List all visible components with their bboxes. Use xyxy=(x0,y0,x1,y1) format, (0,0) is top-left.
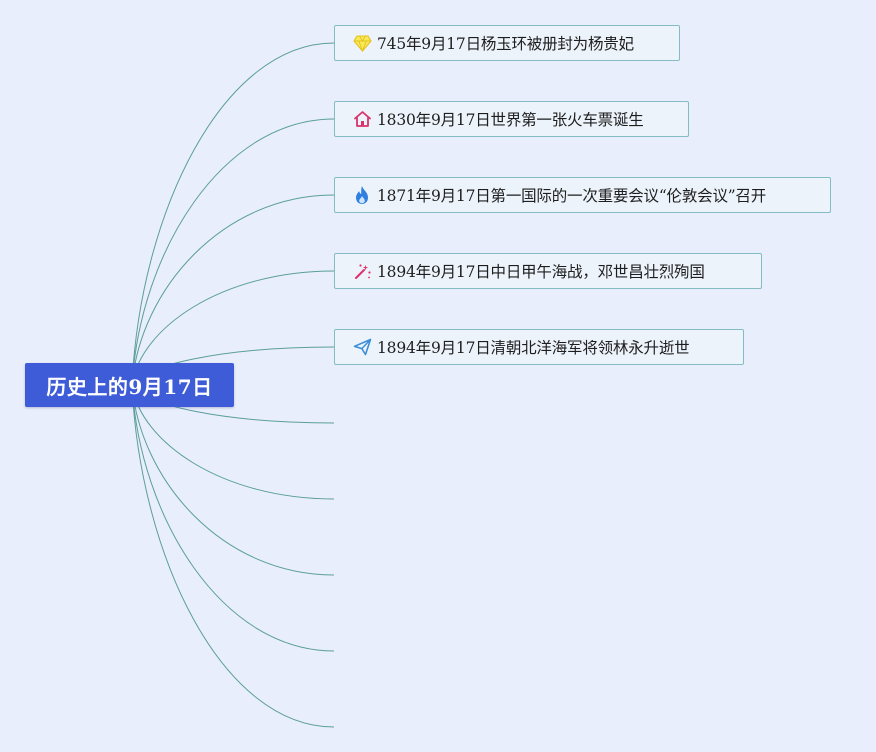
home-icon xyxy=(352,109,372,129)
diamond-icon xyxy=(352,33,372,53)
branch-connector xyxy=(131,384,335,652)
topic-node-1871[interactable]: 1871年9月17日第一国际的一次重要会议“伦敦会议”召开 xyxy=(334,177,831,213)
topic-node-1830[interactable]: 1830年9月17日世界第一张火车票诞生 xyxy=(334,101,689,137)
branch-connector xyxy=(131,384,335,728)
topic-label: 745年9月17日杨玉环被册封为杨贵妃 xyxy=(377,35,634,53)
topic-label: 1830年9月17日世界第一张火车票诞生 xyxy=(377,111,644,129)
branch-connector xyxy=(131,42,335,386)
magic-wand-icon xyxy=(352,261,372,281)
topic-node-745[interactable]: 745年9月17日杨玉环被册封为杨贵妃 xyxy=(334,25,680,61)
central-topic[interactable]: 历史上的9月17日 xyxy=(25,363,234,407)
topic-label: 1871年9月17日第一国际的一次重要会议“伦敦会议”召开 xyxy=(377,187,767,205)
topic-label: 1894年9月17日中日甲午海战，邓世昌壮烈殉国 xyxy=(377,263,705,281)
branch-connector xyxy=(131,384,335,576)
topic-node-1894-admiral[interactable]: 1894年9月17日清朝北洋海军将领林永升逝世 xyxy=(334,329,744,365)
branch-connector xyxy=(131,194,335,386)
paper-plane-icon xyxy=(352,337,372,357)
fire-icon xyxy=(352,185,372,205)
topic-node-1894-war[interactable]: 1894年9月17日中日甲午海战，邓世昌壮烈殉国 xyxy=(334,253,762,289)
topic-label: 1894年9月17日清朝北洋海军将领林永升逝世 xyxy=(377,339,690,357)
central-topic-label: 历史上的9月17日 xyxy=(46,374,213,399)
branch-connector xyxy=(131,118,335,386)
